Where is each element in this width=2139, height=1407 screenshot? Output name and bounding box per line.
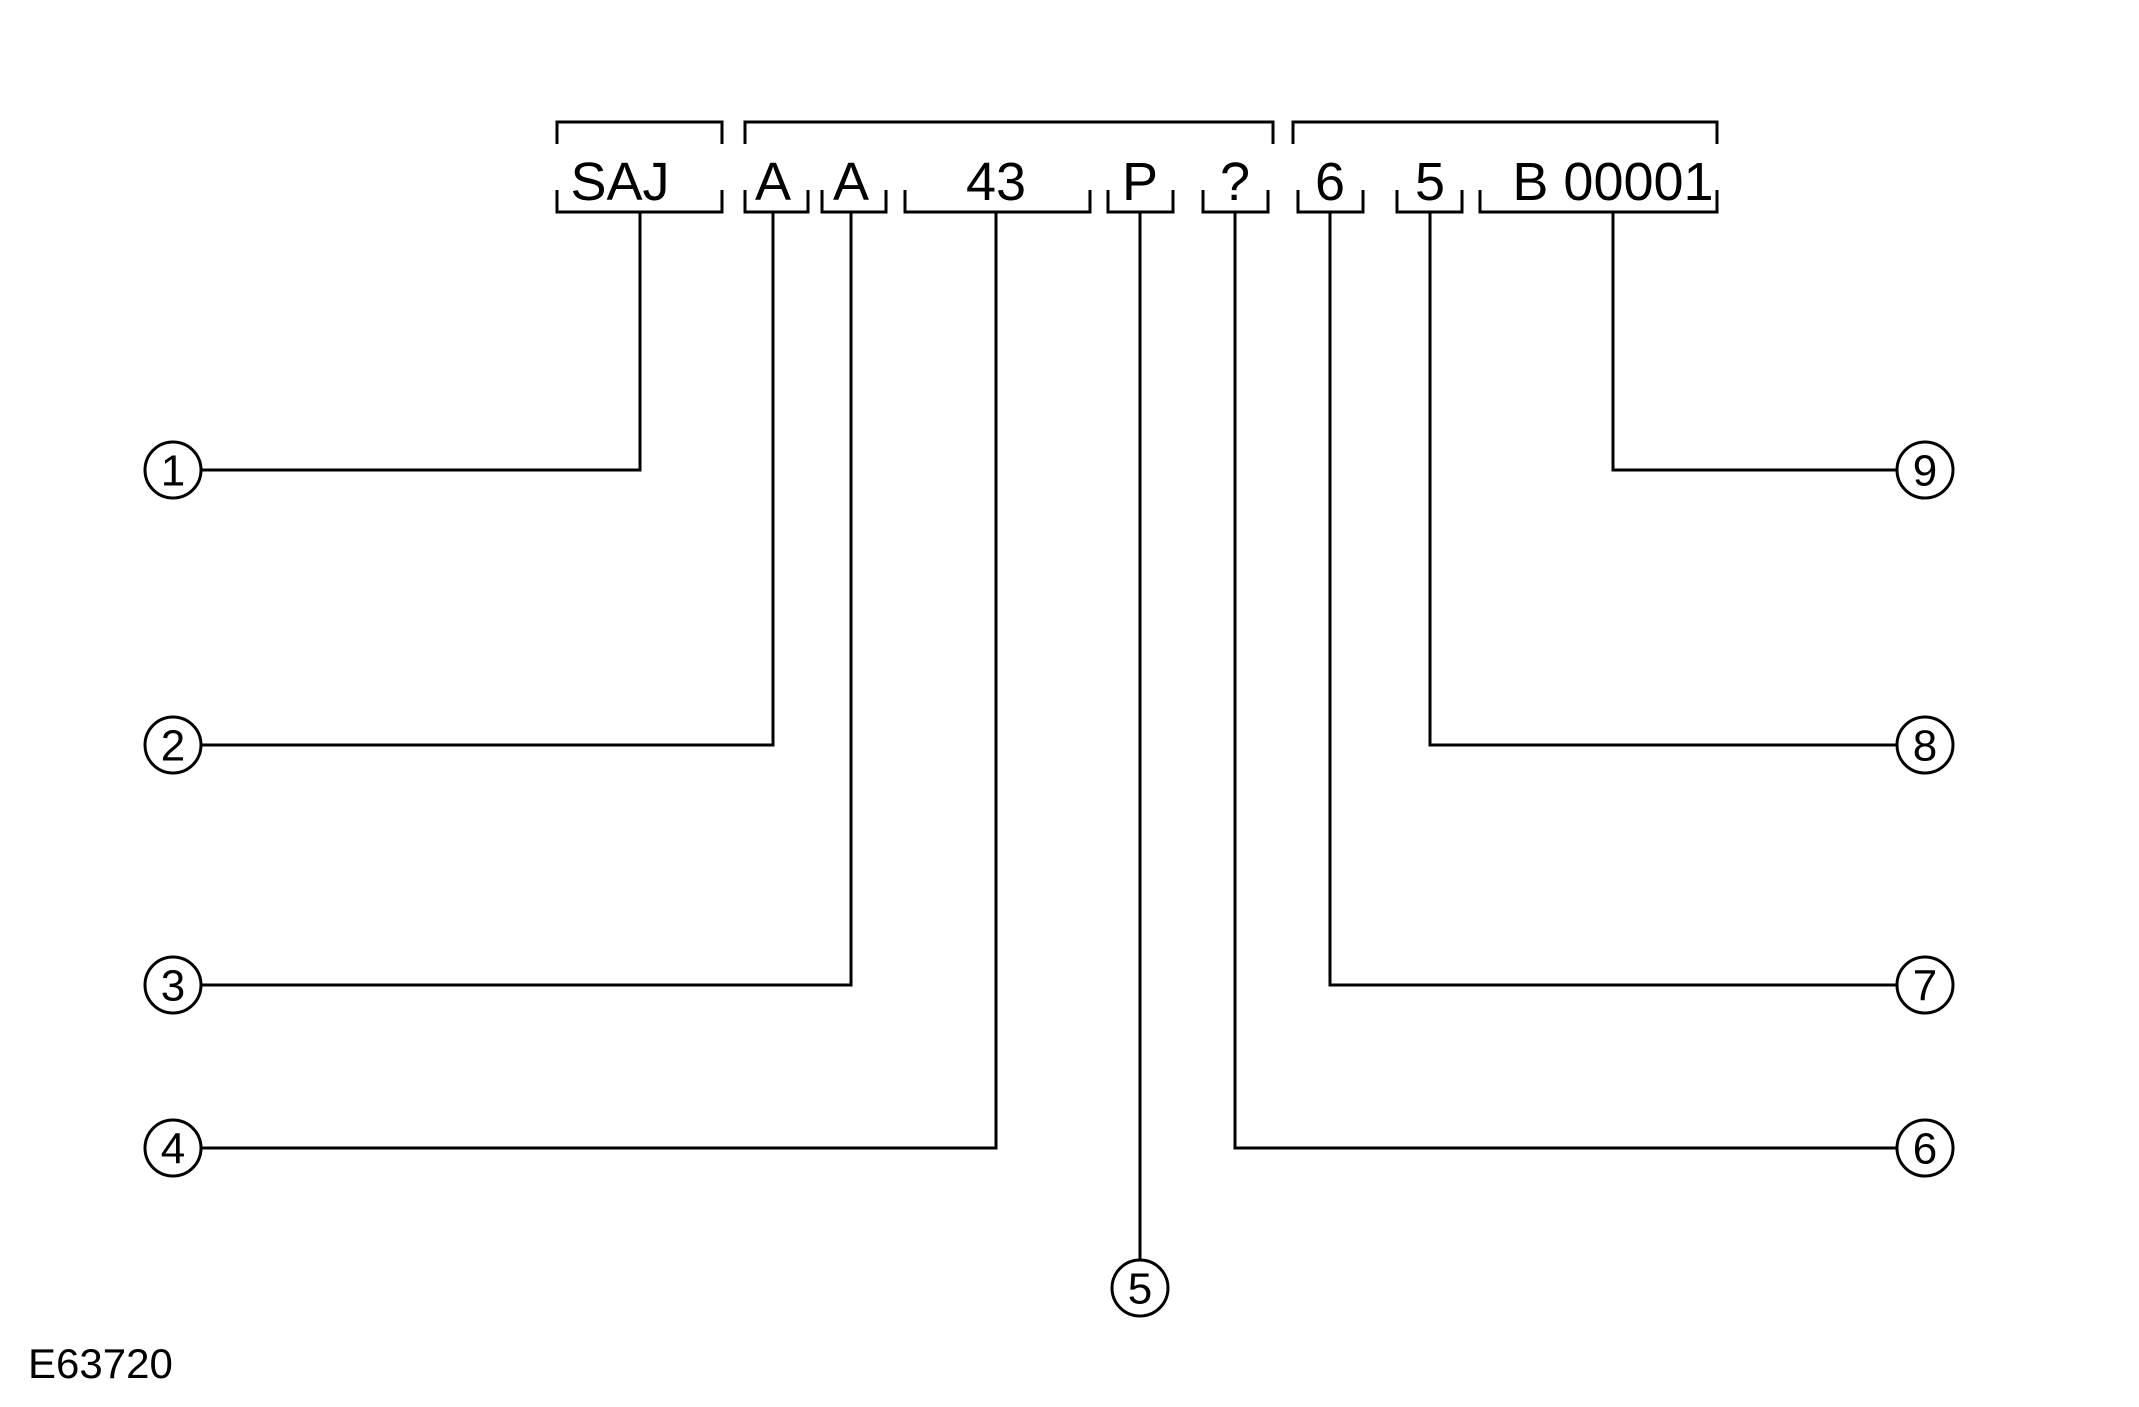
callout-leader-line: [201, 212, 642, 472]
bottom-bracket: [1478, 190, 1719, 214]
callout-circle: [1895, 955, 1955, 1015]
callout-circle: [1895, 440, 1955, 500]
callout-marker-4[interactable]: 4: [143, 1118, 203, 1178]
callout-circle: [1895, 1118, 1955, 1178]
top-bracket: [1291, 120, 1719, 144]
callout-number-label: 1: [161, 447, 185, 496]
callout-leader-line: [1428, 212, 1897, 747]
callout-number-label: 8: [1913, 722, 1937, 771]
vin-character: A: [833, 152, 869, 212]
callout-circle: [143, 1118, 203, 1178]
figure-code-label: E63720: [28, 1340, 173, 1387]
callout-leader-line: [201, 212, 853, 987]
callout-circle: [1110, 1258, 1170, 1318]
top-bracket: [743, 120, 1275, 144]
vin-character: P: [1122, 152, 1158, 212]
callout-circle: [143, 440, 203, 500]
callout-circle: [1895, 715, 1955, 775]
callout-number-label: 6: [1913, 1125, 1937, 1174]
callout-number-label: 7: [1913, 962, 1937, 1011]
callout-circles-group: 1 2 3 4 5 6 7 8 9: [143, 440, 1955, 1318]
callout-leader-line: [201, 212, 775, 747]
vin-character: SAJ: [570, 152, 669, 212]
bottom-bracket: [820, 190, 888, 214]
top-brackets-group: [555, 120, 1719, 144]
vin-character: 6: [1315, 152, 1345, 212]
callout-number-label: 5: [1128, 1265, 1152, 1314]
vin-character: 5: [1415, 152, 1445, 212]
vin-character: 43: [966, 152, 1026, 212]
callout-marker-2[interactable]: 2: [143, 715, 203, 775]
callout-marker-6[interactable]: 6: [1895, 1118, 1955, 1178]
callout-leader-line: [1611, 212, 1897, 472]
callout-marker-5[interactable]: 5: [1110, 1258, 1170, 1318]
vin-character: ?: [1220, 152, 1250, 212]
top-bracket: [555, 120, 724, 144]
leader-lines-group: [201, 212, 1897, 1260]
callout-marker-7[interactable]: 7: [1895, 955, 1955, 1015]
callout-leader-line: [201, 212, 998, 1150]
callout-circle: [143, 955, 203, 1015]
callout-leader-line: [1233, 212, 1897, 1150]
callout-number-label: 9: [1913, 447, 1937, 496]
callout-marker-8[interactable]: 8: [1895, 715, 1955, 775]
callout-marker-9[interactable]: 9: [1895, 440, 1955, 500]
callout-number-label: 2: [161, 722, 185, 771]
callout-marker-3[interactable]: 3: [143, 955, 203, 1015]
callout-number-label: 3: [161, 962, 185, 1011]
vin-character: A: [755, 152, 791, 212]
callout-circle: [143, 715, 203, 775]
callout-marker-1[interactable]: 1: [143, 440, 203, 500]
callout-number-label: 4: [161, 1125, 185, 1174]
bottom-bracket: [743, 190, 810, 214]
vin-character: B 00001: [1512, 152, 1713, 212]
callout-leader-line: [1328, 212, 1897, 987]
